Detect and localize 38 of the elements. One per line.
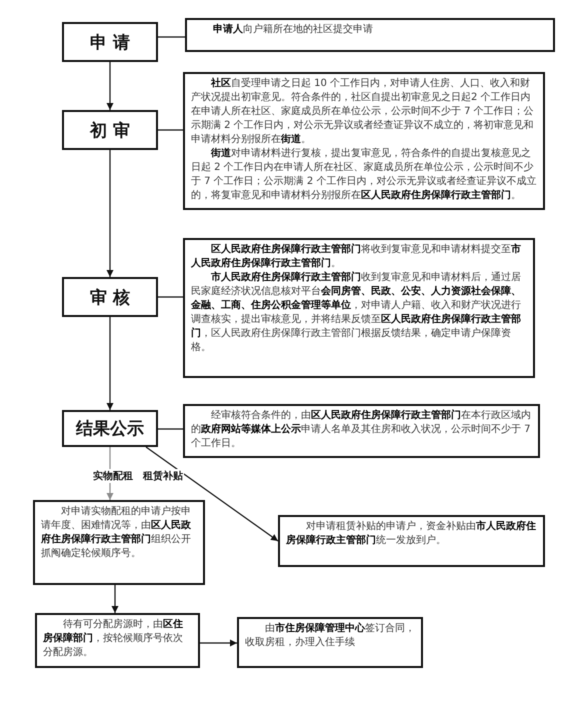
description-box [278, 515, 545, 567]
description-box [237, 617, 423, 668]
description-text: 申请人向户籍所在地的社区提交申请 [212, 23, 374, 37]
description-text: 街道对申请材料进行复核，提出复审意见，符合条件的自提出复核意见之日起 2 个工作日内在申请人所在社区、家庭成员所在单位公示，公示时间不少于 7 个工作日；公示期满 2 个工作日内，对公示无异议或者经查证异议不成立的，将复审意见和申请材料分别报所在区人民政府住房保障行政主管部门。 [191, 147, 537, 203]
description-box [183, 238, 535, 378]
connector-line [158, 36, 185, 38]
step-title: 审 核 [90, 286, 130, 308]
description-text: 待有可分配房源时，由区住房保障部门，按轮候顺序号依次分配房源。 [43, 618, 184, 660]
arrow [106, 150, 114, 277]
description-box [183, 72, 545, 210]
connector-line [158, 296, 183, 298]
connector-line [158, 428, 183, 430]
description-text: 市人民政府住房保障行政主管部门收到复审意见和申请材料后，通过居民家庭经济状况信息核对平台会同房管、民政、公安、人力资源社会保障、金融、工商、住房公积金管理等单位，对申请人户籍、收入和财产状况进行调查核实，提出审核意见，并将结果反馈至区人民政府住房保障行政主管部门，区人民政府住房保障行政主管部门根据反馈结果，确定申请户保障资格。 [191, 271, 522, 355]
description-text: 对申请实物配租的申请户按申请年度、困难情况等，由区人民政府住房保障行政主管部门组织公开抓阄确定轮候顺序号。 [41, 505, 192, 561]
description-text: 经审核符合条件的，由区人民政府住房保障行政主管部门在本行政区域内的政府网站等媒体上公示申请人名单及其住房和收入状况，公示时间不少于 7 个工作日。 [191, 409, 532, 451]
step-title: 结果公示 [76, 418, 144, 440]
step-box [62, 110, 158, 150]
step-title: 初 审 [90, 120, 130, 142]
description-text: 对申请租赁补贴的申请户，资金补贴由市人民政府住房保障行政主管部门统一发放到户。 [286, 520, 537, 548]
description-text: 区人民政府住房保障行政主管部门将收到复审意见和申请材料提交至市人民政府住房保障行政主管部门。 [191, 243, 522, 271]
arrow [112, 585, 118, 613]
edge-label: 租赁补贴 [142, 469, 184, 483]
description-text: 由市住房保障管理中心签订合同，收取房租，办理入住手续 [245, 622, 415, 650]
arrow [106, 62, 114, 110]
connector-line [158, 129, 183, 131]
step-box [62, 410, 158, 447]
arrow [146, 446, 278, 542]
description-box [35, 613, 200, 668]
description-box [183, 404, 540, 458]
arrow [200, 640, 237, 646]
edge-label: 实物配租 [92, 469, 134, 483]
description-box [33, 500, 205, 585]
step-title: 申 请 [90, 32, 130, 54]
description-box [185, 18, 555, 52]
step-box [62, 22, 158, 62]
step-box [62, 277, 158, 317]
arrow [106, 317, 114, 410]
description-text: 社区自受理申请之日起 10 个工作日内，对申请人住房、人口、收入和财产状况提出初审意见。符合条件的，社区自提出初审意见之日起2 个工作日内在申请人所在社区、家庭成员所在单位公示，公示时间不少于 7 个工作日；公示期满 2 个工作日内，对公示无异议或者经查证异议不成立的，将初审意见和申请材料分别报所在街道。 [191, 77, 535, 147]
